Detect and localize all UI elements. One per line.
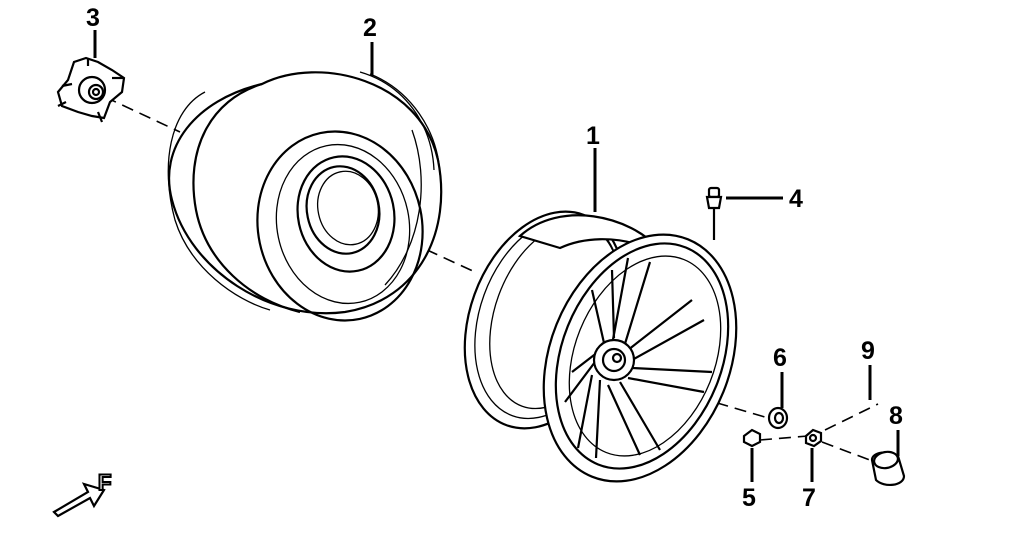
callout-9: 9 [861,337,875,365]
direction-label: F [98,470,111,495]
nut-part [804,428,823,448]
hub-part [56,56,126,123]
rim-part [463,210,738,483]
callout-labels: 1 2 3 4 5 6 7 8 9 [86,4,903,512]
callout-7: 7 [802,484,816,512]
washer-part [767,406,789,430]
callout-1: 1 [586,122,600,150]
callout-4: 4 [789,185,803,213]
callout-5: 5 [742,484,756,512]
leader-lines [93,30,900,482]
valve-part [705,186,723,240]
callout-6: 6 [773,344,787,372]
lug-nut-part [742,428,762,448]
callout-2: 2 [363,14,377,42]
callout-8: 8 [889,402,903,430]
front-direction-mark: F [52,469,112,518]
direction-arrow-icon [52,482,106,518]
tire-part [167,71,443,322]
rim-spokes [564,257,713,459]
cap-part [870,450,906,486]
callout-3: 3 [86,4,100,32]
